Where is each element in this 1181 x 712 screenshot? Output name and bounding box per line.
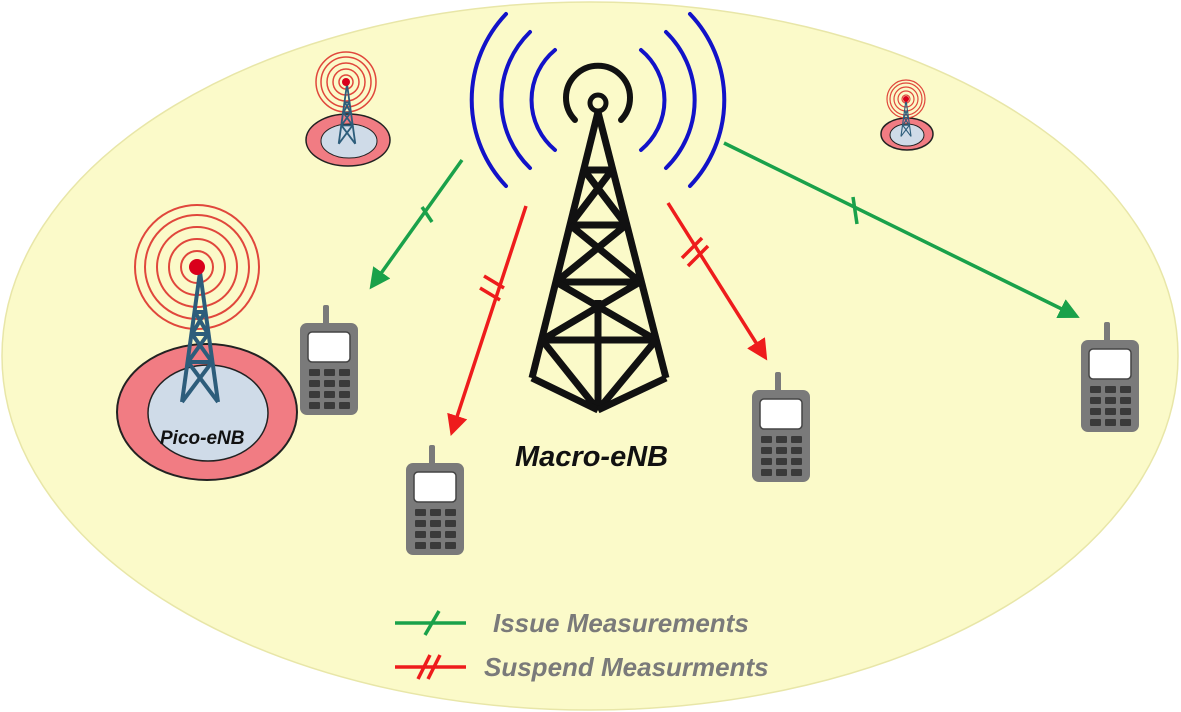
issue-arrow-2 <box>723 141 1080 319</box>
issue-arrow-1 <box>369 158 464 290</box>
macro-signal-waves-icon <box>469 12 727 188</box>
legend-issue-label: Issue Measurements <box>493 608 749 638</box>
pico-enb-small-2 <box>880 79 934 151</box>
pico-antenna-icon <box>189 259 205 275</box>
legend-suspend-label: Suspend Measurments <box>484 652 769 682</box>
pico-enb-label: Pico-eNB <box>160 428 245 449</box>
macro-tower-icon <box>528 111 670 414</box>
suspend-arrow-2 <box>666 202 768 361</box>
pico-enb-small-1 <box>305 51 391 167</box>
pico-signal-waves-icon <box>886 79 926 119</box>
pico-enb-large: Pico-eNB <box>116 204 298 481</box>
suspend-arrow-1 <box>447 205 528 436</box>
macro-enb-label: Macro-eNB <box>515 441 668 473</box>
legend-issue-swatch <box>395 610 466 636</box>
legend: Issue Measurements Suspend Measurments <box>395 608 769 682</box>
legend-suspend-swatch <box>395 654 466 680</box>
macro-antenna-icon <box>587 92 609 114</box>
